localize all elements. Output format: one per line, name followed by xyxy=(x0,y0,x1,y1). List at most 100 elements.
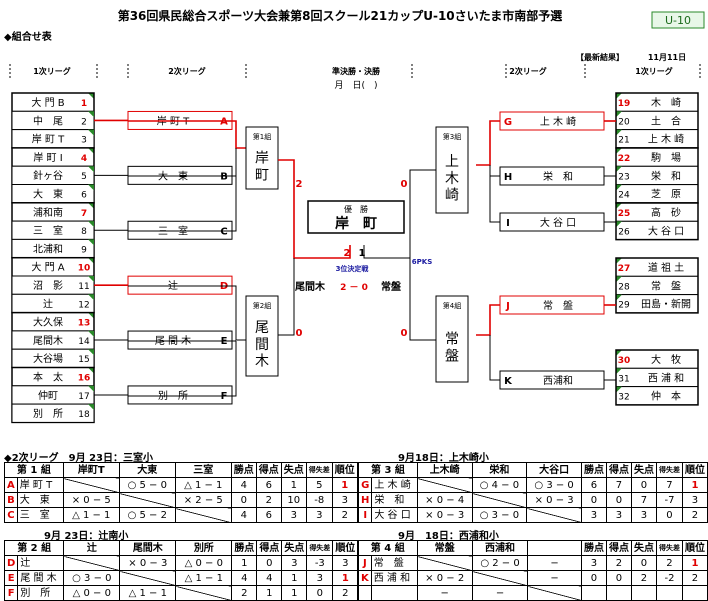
result-cell: − xyxy=(527,555,582,571)
result-cell: 0 xyxy=(630,555,657,571)
right-r2-letter: H xyxy=(504,172,512,183)
left-team-name: 大 東 xyxy=(33,188,63,201)
right-group-box xyxy=(615,349,699,406)
left-team-name: 大久保 xyxy=(33,316,63,329)
header-r1-right: 1次リーグ xyxy=(635,66,673,76)
result-cell: △ 1 − 1 xyxy=(175,570,233,586)
bracket-line xyxy=(476,120,500,166)
left-r2-letter: E xyxy=(221,336,228,347)
result-cell: 2 xyxy=(605,555,632,571)
left-team-name: 岸 町 I xyxy=(33,152,62,164)
left-team-number: 4 xyxy=(81,154,87,164)
semi-winner: 常盤 xyxy=(445,332,459,365)
table-header-cell: 尾間木 xyxy=(119,540,177,556)
flag-marker xyxy=(616,294,622,301)
right-team-number: 31 xyxy=(618,374,629,384)
left-team-name: 本 太 xyxy=(33,371,63,384)
bracket-line xyxy=(489,165,500,177)
team-name xyxy=(370,585,418,601)
left-team-number: 1 xyxy=(81,99,87,109)
right-r2-letter: K xyxy=(504,376,513,387)
team-name: 栄 和 xyxy=(371,492,418,508)
right-team-number: 26 xyxy=(618,227,630,237)
result-cell xyxy=(655,585,683,601)
table-header-cell: 三室 xyxy=(174,462,232,478)
flag-marker xyxy=(616,368,622,375)
flag-marker xyxy=(88,367,94,374)
header-final-date: 月 日( ) xyxy=(334,80,377,91)
left-team-number: 11 xyxy=(78,282,89,292)
result-cell: 4 xyxy=(230,507,257,523)
flag-marker xyxy=(88,330,94,337)
result-cell: -8 xyxy=(305,492,333,508)
result-cell: △ 1 − 1 xyxy=(62,507,120,523)
right-team-name: 高 砂 xyxy=(651,206,681,219)
flag-marker xyxy=(616,386,622,393)
result-cell: 0 xyxy=(580,570,607,586)
flag-marker xyxy=(88,349,94,356)
flag-marker xyxy=(88,276,94,282)
result-cell: 3 xyxy=(681,492,708,508)
right-team-name: 常 盤 xyxy=(651,279,681,292)
right-group-box xyxy=(615,257,699,314)
team-name: 岸 町 T xyxy=(16,477,64,493)
table-header-cell: 第 3 組 xyxy=(358,462,418,478)
result-cell xyxy=(605,585,632,601)
team-name: 尾 間 木 xyxy=(17,570,65,586)
result-date: 11月11日 xyxy=(648,53,686,62)
char: 崎 xyxy=(445,188,459,204)
result-cell: 2 xyxy=(630,570,657,586)
left-r2-letter: B xyxy=(220,171,228,182)
bracket-line xyxy=(128,285,246,341)
result-cell: × 0 − 3 xyxy=(416,507,473,523)
flag-marker xyxy=(88,221,94,228)
third-score: 2 － 0 xyxy=(340,283,368,293)
team-letter: G xyxy=(357,477,373,493)
result-cell xyxy=(416,555,473,571)
result-cell: 7 xyxy=(630,492,657,508)
result-cell: 4 xyxy=(230,477,257,493)
left-team-name: 浦和南 xyxy=(33,206,63,219)
flag-marker xyxy=(88,129,94,136)
result-cell xyxy=(471,570,529,586)
result-cell: 3 xyxy=(580,507,607,523)
page-title: 第36回県民総合スポーツ大会兼第8回スクール21カップU-10さいたま市南部予選 xyxy=(118,8,563,23)
right-team-name: 芝 原 xyxy=(651,188,681,201)
table-header-cell: 常盤 xyxy=(416,540,473,556)
header-final: 準決勝・決勝 xyxy=(332,66,381,76)
table-header-cell: 得点 xyxy=(605,540,632,556)
right-r2-name: 上 木 崎 xyxy=(540,115,576,128)
result-cell: 10 xyxy=(280,492,307,508)
result-cell: ○ 3 − 0 xyxy=(63,570,121,586)
result-cell xyxy=(681,585,708,601)
semi-box xyxy=(435,295,469,383)
flag-marker xyxy=(616,111,622,118)
table-header-cell: 勝点 xyxy=(580,462,607,478)
table-header-cell: 得点 xyxy=(605,462,632,478)
table-header-cell: 得点 xyxy=(256,540,283,556)
semi-box xyxy=(245,295,279,377)
result-cell xyxy=(62,477,120,493)
char: 常 xyxy=(445,332,459,348)
table-header-cell: 順位 xyxy=(681,462,708,478)
result-cell: × 0 − 3 xyxy=(526,492,582,508)
result-cell: 3 xyxy=(306,570,334,586)
result-cell: 3 xyxy=(281,555,308,571)
team-name: 大 谷 口 xyxy=(371,507,418,523)
left-team-number: 13 xyxy=(78,319,91,329)
table-header-cell: 勝点 xyxy=(230,462,257,478)
result-cell: × 0 − 4 xyxy=(416,492,473,508)
result-cell: 5 xyxy=(305,477,333,493)
flag-marker xyxy=(88,184,94,191)
result-cell: △ 0 − 0 xyxy=(63,585,121,601)
result-cell: 6 xyxy=(580,477,607,493)
flag-marker xyxy=(88,404,94,411)
table-header-cell: 第 1 組 xyxy=(4,462,64,478)
group1-caption: ◆2次リーグ 9月 23日：三室小 xyxy=(4,453,154,464)
left-team-name: 別 所 xyxy=(33,408,63,420)
left-team-number: 2 xyxy=(81,117,87,127)
